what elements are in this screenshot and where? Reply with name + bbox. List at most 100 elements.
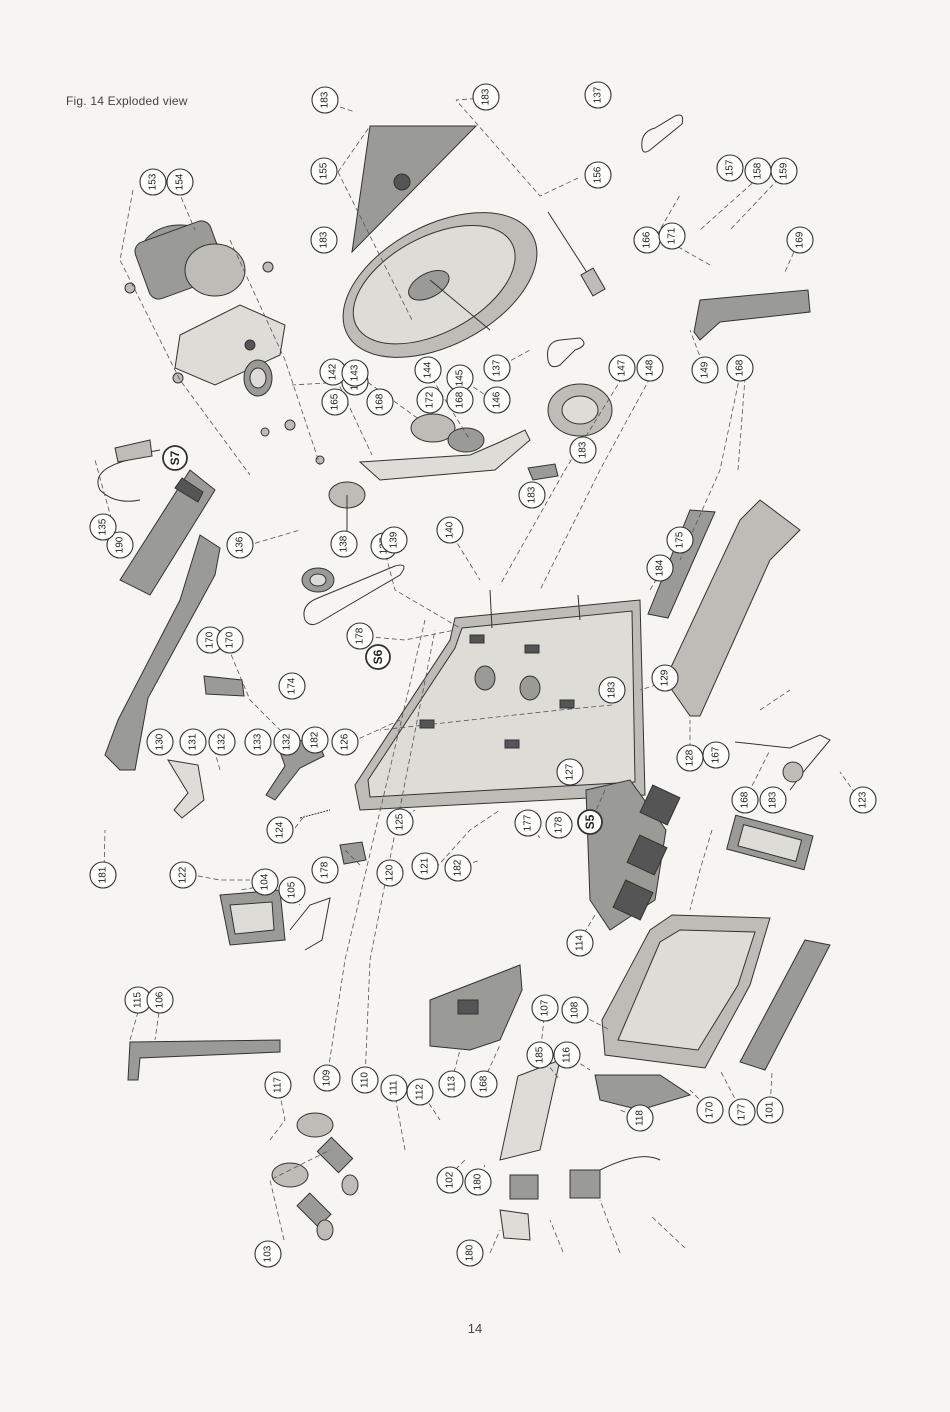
mount-hole bbox=[244, 339, 256, 351]
callout-circle bbox=[702, 741, 730, 769]
callout-label: 153 bbox=[148, 173, 159, 190]
callout-label: 165 bbox=[330, 393, 341, 410]
callout-circle bbox=[608, 354, 636, 382]
callout-125: 125 bbox=[386, 808, 414, 836]
callout-label: 171 bbox=[667, 227, 678, 244]
callout-circle bbox=[553, 1041, 581, 1069]
head-assembly bbox=[499, 1156, 661, 1241]
callout-128: 128 bbox=[676, 744, 704, 772]
callout-169: 169 bbox=[786, 226, 814, 254]
callout-label: 104 bbox=[260, 873, 271, 890]
callout-label: 157 bbox=[725, 159, 736, 176]
callout-circle bbox=[365, 644, 391, 670]
head-slot bbox=[457, 999, 479, 1015]
motor bbox=[134, 220, 246, 300]
callout-label: 183 bbox=[768, 791, 779, 808]
callout-label: 169 bbox=[795, 231, 806, 248]
callout-label: 177 bbox=[523, 814, 534, 831]
drive-belt-low bbox=[303, 564, 405, 626]
callout-label: 183 bbox=[578, 441, 589, 458]
bracket-129 bbox=[167, 759, 205, 819]
bracket-boss bbox=[393, 173, 411, 191]
callout-label: 129 bbox=[660, 669, 671, 686]
callout-label: 146 bbox=[492, 391, 503, 408]
callout-label: 116 bbox=[562, 1047, 573, 1063]
callout-s7: S7 bbox=[162, 445, 188, 471]
callout-133: 133 bbox=[244, 728, 272, 756]
rail-118 bbox=[739, 939, 831, 1071]
callout-circle bbox=[346, 622, 374, 650]
callout-112: 112 bbox=[406, 1078, 434, 1106]
callout-label: S7 bbox=[168, 450, 182, 465]
callout-label: 149 bbox=[700, 361, 711, 378]
callout-label: 112 bbox=[415, 1084, 426, 1100]
callout-label: 167 bbox=[711, 746, 722, 763]
callout-137: 137 bbox=[483, 354, 511, 382]
callout-label: 156 bbox=[593, 166, 604, 183]
callout-170: 170 bbox=[696, 1096, 724, 1124]
callout-label: 168 bbox=[479, 1075, 490, 1092]
reel-spindle-upper bbox=[296, 1112, 359, 1196]
circuit-board bbox=[119, 469, 216, 596]
callout-181: 181 bbox=[89, 861, 117, 889]
callout-132: 132 bbox=[208, 728, 236, 756]
callout-label: 128 bbox=[685, 749, 696, 766]
callout-circle bbox=[414, 356, 442, 384]
callout-123: 123 bbox=[849, 786, 877, 814]
callout-circle bbox=[518, 481, 546, 509]
callout-circle bbox=[436, 1166, 464, 1194]
callout-label: S5 bbox=[583, 814, 597, 829]
callout-circle bbox=[244, 728, 272, 756]
callout-113: 113 bbox=[438, 1070, 466, 1098]
callout-126: 126 bbox=[331, 728, 359, 756]
callout-label: 103 bbox=[263, 1245, 274, 1262]
callout-184: 184 bbox=[646, 554, 674, 582]
callout-label: 136 bbox=[235, 536, 246, 553]
side-bracket-left bbox=[104, 534, 221, 771]
callout-label: 168 bbox=[740, 791, 751, 808]
callout-circle bbox=[166, 168, 194, 196]
callout-circle bbox=[666, 526, 694, 554]
callout-label: 183 bbox=[481, 88, 492, 105]
parts-layer bbox=[97, 114, 831, 1241]
callout-circle bbox=[483, 386, 511, 414]
callout-label: 178 bbox=[554, 816, 565, 833]
callout-183: 183 bbox=[310, 226, 338, 254]
callout-circle bbox=[278, 672, 306, 700]
callout-label: 180 bbox=[465, 1244, 476, 1261]
callout-165: 165 bbox=[321, 388, 349, 416]
callout-102: 102 bbox=[436, 1166, 464, 1194]
callout-label: 109 bbox=[322, 1069, 333, 1086]
callout-168: 168 bbox=[731, 786, 759, 814]
callout-circle bbox=[438, 1070, 466, 1098]
callout-circle bbox=[139, 168, 167, 196]
callout-183: 183 bbox=[598, 676, 626, 704]
callout-circle bbox=[786, 226, 814, 254]
callout-circle bbox=[446, 386, 474, 414]
callout-137: 137 bbox=[584, 81, 612, 109]
callout-182: 182 bbox=[301, 726, 329, 754]
solenoid bbox=[219, 889, 286, 946]
callout-circle bbox=[598, 676, 626, 704]
callout-circle bbox=[380, 526, 408, 554]
callout-183: 183 bbox=[311, 86, 339, 114]
callout-circle bbox=[464, 1168, 492, 1196]
callout-circle bbox=[696, 1096, 724, 1124]
callout-label: 120 bbox=[385, 864, 396, 881]
callout-175: 175 bbox=[666, 526, 694, 554]
callout-label: 124 bbox=[275, 821, 286, 838]
callout-label: S6 bbox=[371, 649, 385, 664]
callout-146: 146 bbox=[483, 386, 511, 414]
callout-label: 138 bbox=[339, 535, 350, 552]
callout-label: 117 bbox=[273, 1077, 284, 1093]
callout-147: 147 bbox=[608, 354, 636, 382]
key-block bbox=[585, 779, 681, 931]
callout-circle bbox=[208, 728, 236, 756]
callout-s6: S6 bbox=[365, 644, 391, 670]
callout-label: 158 bbox=[753, 162, 764, 179]
callout-circle bbox=[331, 728, 359, 756]
callout-139: 139 bbox=[380, 526, 408, 554]
callout-circle bbox=[472, 83, 500, 111]
callout-185: 185 bbox=[526, 1041, 554, 1069]
callout-circle bbox=[759, 786, 787, 814]
